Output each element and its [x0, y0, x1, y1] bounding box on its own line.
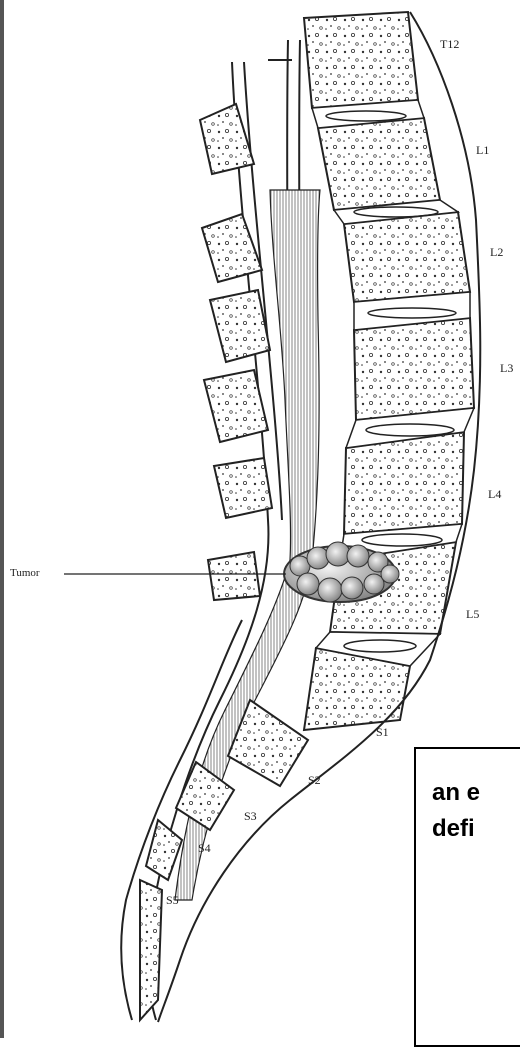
label-s3: S3	[244, 810, 257, 822]
spinous-process-6	[208, 552, 260, 600]
label-l1: L1	[476, 144, 489, 156]
label-t12: T12	[440, 38, 459, 50]
label-l5: L5	[466, 608, 479, 620]
label-l4: L4	[488, 488, 501, 500]
spinous-process-5	[214, 458, 272, 518]
vertebra-s5	[140, 880, 162, 1020]
spinous-process-3	[210, 290, 270, 362]
vertebra-l4	[344, 432, 464, 534]
label-l3: L3	[500, 362, 513, 374]
vertebra-t12	[304, 12, 418, 108]
vertebra-l1	[318, 118, 440, 210]
label-s1: S1	[376, 726, 389, 738]
vertebra-l3	[354, 318, 474, 420]
caption-text: an e defi	[432, 775, 520, 847]
label-s4: S4	[198, 842, 211, 854]
spinous-process-1	[200, 104, 254, 174]
label-l2: L2	[490, 246, 503, 258]
spinous-process-2	[202, 214, 262, 282]
caption-line-1: an e	[432, 779, 480, 806]
vertebra-s4	[146, 820, 182, 880]
spinous-processes	[200, 104, 272, 600]
label-s2: S2	[308, 774, 321, 786]
vertebra-l2	[344, 212, 470, 302]
label-s5: S5	[166, 894, 179, 906]
label-tumor: Tumor	[10, 568, 40, 579]
caption-line-2: defi	[432, 815, 475, 842]
